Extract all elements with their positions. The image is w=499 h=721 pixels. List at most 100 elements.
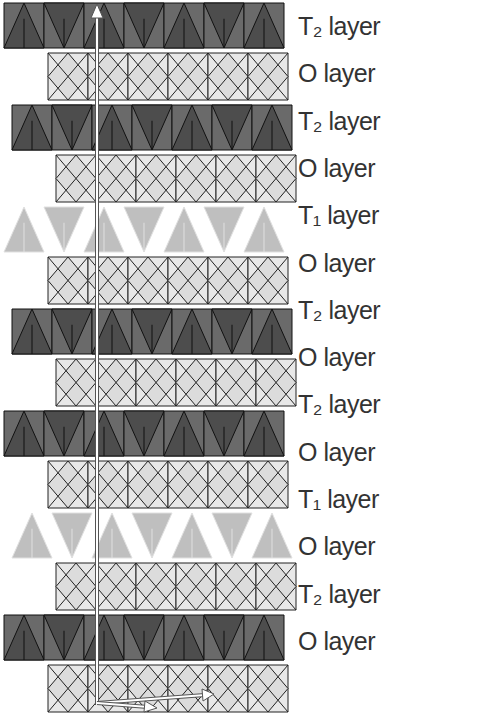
octahedron-face xyxy=(56,359,96,406)
dark-tetrahedron-edge xyxy=(184,19,185,48)
octahedron-face xyxy=(176,563,216,610)
octahedron-face xyxy=(168,461,208,508)
dark-tetrahedron-edge xyxy=(264,631,265,660)
light-tetrahedron xyxy=(44,207,84,252)
light-tetrahedron xyxy=(244,207,284,252)
octahedron-edge xyxy=(136,155,176,202)
layer-label: O layer xyxy=(298,248,375,278)
octahedron-edge xyxy=(256,155,296,202)
octahedron-face xyxy=(136,359,176,406)
octahedron-face xyxy=(256,359,296,406)
dark-tetrahedron xyxy=(12,309,52,354)
octahedron xyxy=(96,155,136,202)
octahedron-face xyxy=(48,665,88,712)
tetrahedron-back xyxy=(124,411,164,456)
octahedron-edge xyxy=(48,665,88,712)
octahedron xyxy=(56,359,96,406)
octahedron-edge xyxy=(208,257,248,304)
tetrahedron-back xyxy=(244,615,284,660)
octahedron-edge xyxy=(168,53,208,100)
light-tetrahedron xyxy=(212,513,252,558)
dark-tetrahedron-edge xyxy=(232,325,233,354)
light-tetrahedron-edge xyxy=(184,223,185,252)
dark-tetrahedron xyxy=(124,411,164,456)
tetrahedron-back xyxy=(4,3,44,48)
octahedron-edge xyxy=(208,665,248,712)
octahedron xyxy=(88,461,128,508)
layer-label: O layer xyxy=(298,626,375,656)
light-tetrahedron-edge xyxy=(232,529,233,558)
octahedron-edge xyxy=(56,563,96,610)
octahedron-edge xyxy=(136,563,176,610)
dark-tetrahedron xyxy=(244,3,284,48)
octahedron-edge xyxy=(48,461,88,508)
dark-tetrahedron-edge xyxy=(144,427,145,456)
dark-tetrahedron-edge xyxy=(112,121,113,150)
tetrahedron-back xyxy=(84,3,124,48)
octahedron xyxy=(208,461,248,508)
octahedron-edge xyxy=(96,359,136,406)
dark-tetrahedron-edge xyxy=(152,325,153,354)
layer-label: T₁ layer xyxy=(298,200,379,230)
octahedron xyxy=(128,53,168,100)
light-tetrahedron xyxy=(12,513,52,558)
octahedron xyxy=(216,155,256,202)
octahedron xyxy=(168,461,208,508)
tetrahedron-back xyxy=(172,105,212,150)
octahedron-face xyxy=(48,53,88,100)
dark-tetrahedron xyxy=(172,309,212,354)
tetrahedron-back xyxy=(44,411,84,456)
tetrahedron-back xyxy=(84,615,124,660)
tetrahedron-back xyxy=(124,3,164,48)
tetrahedron-back xyxy=(252,105,292,150)
octahedron-face xyxy=(88,461,128,508)
dark-tetrahedron-edge xyxy=(184,427,185,456)
light-tetrahedron xyxy=(124,207,164,252)
dark-tetrahedron-edge xyxy=(24,631,25,660)
dark-tetrahedron-edge xyxy=(32,325,33,354)
tetrahedron-back xyxy=(204,411,244,456)
octahedron-edge xyxy=(216,155,256,202)
octahedron-face xyxy=(96,155,136,202)
dark-tetrahedron-edge xyxy=(64,427,65,456)
octahedron-edge xyxy=(208,257,248,304)
tetrahedron-back xyxy=(164,615,204,660)
tetrahedron-back xyxy=(172,309,212,354)
octahedron-edge xyxy=(248,53,288,100)
octahedron-edge xyxy=(176,359,216,406)
octahedron-edge xyxy=(168,257,208,304)
octahedron xyxy=(48,257,88,304)
dark-tetrahedron xyxy=(44,411,84,456)
octahedron-edge xyxy=(256,563,296,610)
dark-tetrahedron xyxy=(164,411,204,456)
layer-label: T₁ layer xyxy=(298,484,379,514)
octahedron-edge xyxy=(56,359,96,406)
octahedron xyxy=(56,155,96,202)
axis-shadow xyxy=(97,695,205,703)
dark-tetrahedron-edge xyxy=(272,121,273,150)
light-tetrahedron xyxy=(132,513,172,558)
octahedron-face xyxy=(216,563,256,610)
tetrahedron-back xyxy=(4,411,44,456)
tetrahedron-back xyxy=(252,309,292,354)
light-tetrahedron xyxy=(4,207,44,252)
octahedron-edge xyxy=(56,155,96,202)
octahedron xyxy=(208,53,248,100)
dark-tetrahedron-edge xyxy=(104,19,105,48)
dark-tetrahedron xyxy=(204,411,244,456)
octahedron-face xyxy=(208,53,248,100)
octahedron-face xyxy=(208,257,248,304)
axis-shadow xyxy=(95,14,99,705)
light-tetrahedron-edge xyxy=(104,223,105,252)
octahedron-edge xyxy=(208,665,248,712)
a-axis xyxy=(97,695,205,703)
c-axis xyxy=(96,14,98,705)
dark-tetrahedron-edge xyxy=(232,121,233,150)
light-tetrahedron-edge xyxy=(152,529,153,558)
dark-tetrahedron xyxy=(164,3,204,48)
tetrahedron-back xyxy=(4,615,44,660)
light-tetrahedron xyxy=(164,207,204,252)
octahedron xyxy=(248,665,288,712)
tetrahedron-back xyxy=(212,309,252,354)
